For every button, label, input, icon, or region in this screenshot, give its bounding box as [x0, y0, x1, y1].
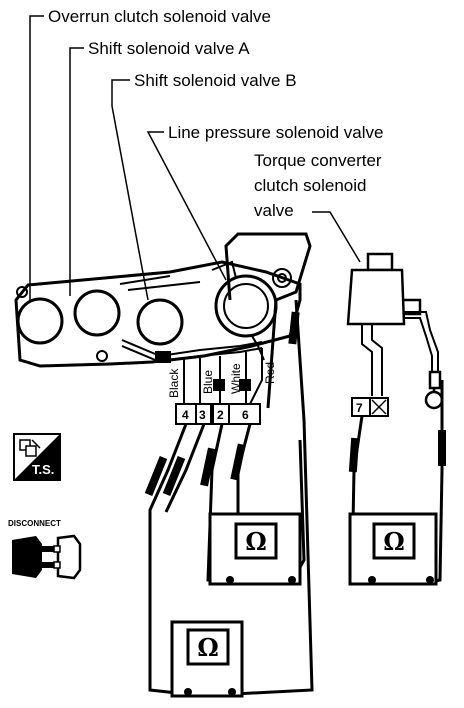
- tcc-connector: 7: [351, 397, 389, 417]
- shift-b-label: Shift solenoid valve B: [134, 71, 297, 90]
- wire-label-blue: Blue: [201, 370, 215, 394]
- disconnect-label: DISCONNECT: [8, 519, 61, 528]
- overrun-clutch-label: Overrun clutch solenoid valve: [48, 7, 271, 26]
- wire-label-black: Black: [167, 368, 181, 398]
- ohmmeter-middle: Ω: [208, 512, 302, 586]
- torque-converter-solenoid: [346, 252, 444, 410]
- ts-label: T.S.: [32, 462, 54, 477]
- shift-b-valve-port: [136, 298, 184, 346]
- troubleshooting-icon: T.S.: [13, 433, 61, 481]
- connector-leads: [183, 348, 263, 405]
- shift-a-label: Shift solenoid valve A: [88, 39, 250, 58]
- overrun-clutch-valve-port: [16, 297, 64, 345]
- ohm-symbol-middle: Ω: [245, 527, 266, 556]
- line-pressure-label: Line pressure solenoid valve: [168, 123, 383, 142]
- torque-converter-label-1: Torque converter: [254, 151, 382, 170]
- pin-3: 3: [199, 408, 206, 422]
- disconnect-icon: [12, 534, 82, 580]
- ohm-symbol-bottom: Ω: [197, 633, 218, 662]
- leader-lines: [29, 15, 361, 301]
- ohmmeter-right: Ω: [348, 512, 438, 586]
- torque-converter-label-2: clutch solenoid: [254, 176, 366, 195]
- pin-2: 2: [217, 408, 224, 422]
- torque-converter-label-3: valve: [254, 201, 294, 220]
- ohm-symbol-right: Ω: [383, 527, 404, 556]
- line-pressure-valve-port: [214, 274, 278, 338]
- pin-4: 4: [182, 408, 189, 422]
- shift-a-valve-port: [73, 289, 121, 337]
- ohmmeter-bottom: Ω: [170, 620, 244, 698]
- valve-body: [14, 260, 302, 368]
- pin-6: 6: [242, 408, 249, 422]
- main-connector: 4 3 2 6: [175, 403, 261, 425]
- pin-7: 7: [356, 401, 363, 415]
- probe-grips: [144, 311, 446, 497]
